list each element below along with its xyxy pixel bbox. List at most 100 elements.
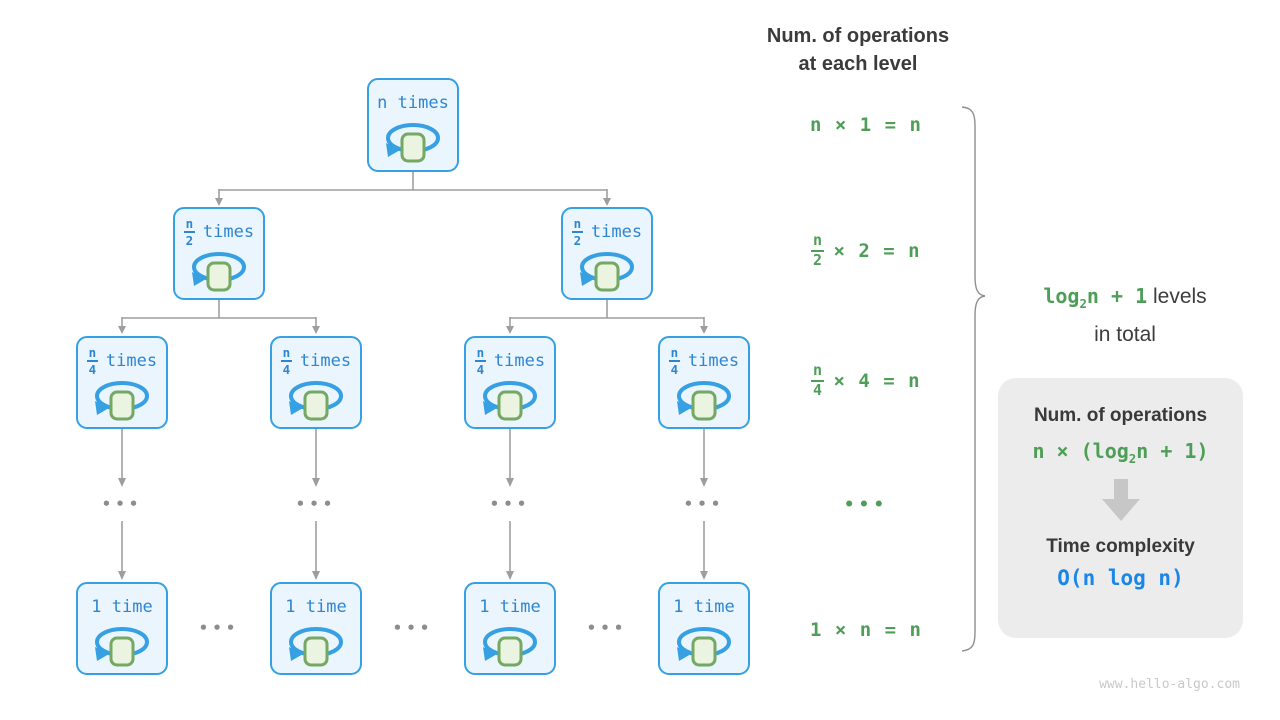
levels-note-line2: in total bbox=[1094, 323, 1156, 346]
fraction-bar bbox=[571, 231, 583, 233]
ops-column-header-line2: at each level bbox=[798, 53, 918, 75]
node-label: n 4 times bbox=[86, 344, 158, 378]
fraction: n 2 bbox=[183, 216, 195, 248]
loop-icon bbox=[483, 381, 537, 421]
fraction: n 4 bbox=[86, 345, 98, 376]
fraction: n 4 bbox=[811, 361, 825, 399]
fraction-numerator: n bbox=[88, 345, 97, 361]
node-label: n 4 times bbox=[280, 344, 352, 378]
tree-node-l2-right: n 2 times bbox=[561, 207, 653, 300]
down-arrow-icon bbox=[1101, 479, 1140, 521]
node-label: n 4 times bbox=[668, 344, 740, 378]
node-label-text: times bbox=[202, 221, 255, 242]
loop-icon bbox=[192, 252, 246, 292]
tree-node-l3-4: n 4 times bbox=[658, 336, 750, 429]
fraction-numerator: n bbox=[573, 216, 582, 232]
ops-formula: 1 × n = n bbox=[810, 619, 922, 641]
node-label: n 4 times bbox=[474, 344, 546, 378]
node-label-text: times bbox=[687, 350, 740, 371]
loop-icon bbox=[386, 123, 440, 163]
tree-node-l2-left: n 2 times bbox=[173, 207, 265, 300]
levels-formula: log2n + 1 bbox=[1043, 284, 1148, 311]
fraction-denominator: 2 bbox=[573, 232, 582, 248]
fraction-bar bbox=[811, 250, 825, 252]
fraction-bar bbox=[474, 360, 486, 362]
fraction-denominator: 2 bbox=[185, 232, 194, 248]
node-label-text: times bbox=[493, 350, 546, 371]
node-label: 1 time bbox=[673, 590, 734, 624]
tree-node-l3-1: n 4 times bbox=[76, 336, 168, 429]
column-ellipsis: ••• bbox=[101, 495, 143, 513]
fraction-numerator: n bbox=[670, 345, 679, 361]
node-label: 1 time bbox=[91, 590, 152, 624]
node-label-text: times bbox=[299, 350, 352, 371]
loop-icon bbox=[677, 381, 731, 421]
ops-row-5: 1 × n = n bbox=[786, 618, 946, 642]
ops-row-1: n × 1 = n bbox=[786, 113, 946, 137]
loop-icon bbox=[483, 627, 537, 667]
ops-formula: × 4 = n bbox=[833, 370, 921, 392]
row-ellipsis: ••• bbox=[586, 619, 628, 637]
fraction-numerator: n bbox=[185, 216, 194, 232]
panel-subtitle: Time complexity bbox=[1046, 536, 1195, 557]
fraction-numerator: n bbox=[282, 345, 291, 361]
node-label-text: 1 time bbox=[91, 596, 153, 617]
node-label: 1 time bbox=[285, 590, 346, 624]
tree-node-leaf-2: 1 time bbox=[270, 582, 362, 675]
column-ellipsis: ••• bbox=[295, 495, 337, 513]
fraction-numerator: n bbox=[812, 231, 823, 250]
tree-node-leaf-4: 1 time bbox=[658, 582, 750, 675]
panel-title: Num. of operations bbox=[1033, 405, 1208, 426]
node-label-text: times bbox=[590, 221, 643, 242]
ops-column-header-line1: Num. of operations bbox=[766, 25, 950, 47]
loop-icon bbox=[95, 627, 149, 667]
tree-node-l3-2: n 4 times bbox=[270, 336, 362, 429]
fraction-bar bbox=[86, 360, 98, 362]
panel-big-o: O(n log n) bbox=[1057, 566, 1184, 590]
levels-note: log2n + 1 levels in total bbox=[1000, 281, 1250, 350]
fraction-bar bbox=[183, 231, 195, 233]
loop-icon bbox=[289, 381, 343, 421]
loop-icon bbox=[289, 627, 343, 667]
watermark: www.hello-algo.com bbox=[1099, 677, 1240, 692]
node-label: n 2 times bbox=[571, 215, 643, 249]
tree-node-root: n times bbox=[367, 78, 459, 172]
fraction-denominator: 4 bbox=[670, 361, 679, 377]
fraction-numerator: n bbox=[812, 361, 823, 380]
node-label: n times bbox=[377, 86, 449, 120]
levels-word: levels bbox=[1147, 285, 1207, 308]
row-ellipsis: ••• bbox=[392, 619, 434, 637]
arrowheads bbox=[118, 198, 708, 580]
node-label-text: 1 time bbox=[479, 596, 541, 617]
column-ellipsis: ••• bbox=[489, 495, 531, 513]
ops-column-header: Num. of operations at each level bbox=[733, 22, 983, 78]
summary-panel: Num. of operations n × (log2n + 1) Time … bbox=[998, 378, 1243, 638]
loop-icon bbox=[95, 381, 149, 421]
fraction-denominator: 4 bbox=[282, 361, 291, 377]
ops-ellipsis: ••• bbox=[843, 495, 889, 515]
node-label-text: n times bbox=[377, 92, 449, 113]
levels-note-line1: log2n + 1 levels bbox=[1000, 281, 1250, 319]
node-label-text: 1 time bbox=[673, 596, 735, 617]
fraction: n 2 bbox=[571, 216, 583, 248]
tree-node-leaf-3: 1 time bbox=[464, 582, 556, 675]
row-ellipsis: ••• bbox=[198, 619, 240, 637]
loop-icon bbox=[677, 627, 731, 667]
fraction-bar bbox=[811, 380, 825, 382]
ops-row-2: n 2 × 2 = n bbox=[786, 228, 946, 274]
fraction-numerator: n bbox=[476, 345, 485, 361]
tree-node-l3-3: n 4 times bbox=[464, 336, 556, 429]
fraction: n 4 bbox=[280, 345, 292, 377]
fraction-denominator: 4 bbox=[812, 381, 823, 399]
ops-row-3: n 4 × 4 = n bbox=[786, 358, 946, 404]
ops-formula: × 2 = n bbox=[833, 240, 921, 262]
fraction-bar bbox=[280, 360, 292, 362]
fraction-denominator: 4 bbox=[476, 361, 485, 377]
node-label: n 2 times bbox=[183, 215, 255, 249]
fraction-denominator: 2 bbox=[812, 251, 823, 269]
node-label-text: times bbox=[105, 350, 158, 371]
panel-formula: n × (log2n + 1) bbox=[1032, 439, 1209, 466]
tree-node-leaf-1: 1 time bbox=[76, 582, 168, 675]
